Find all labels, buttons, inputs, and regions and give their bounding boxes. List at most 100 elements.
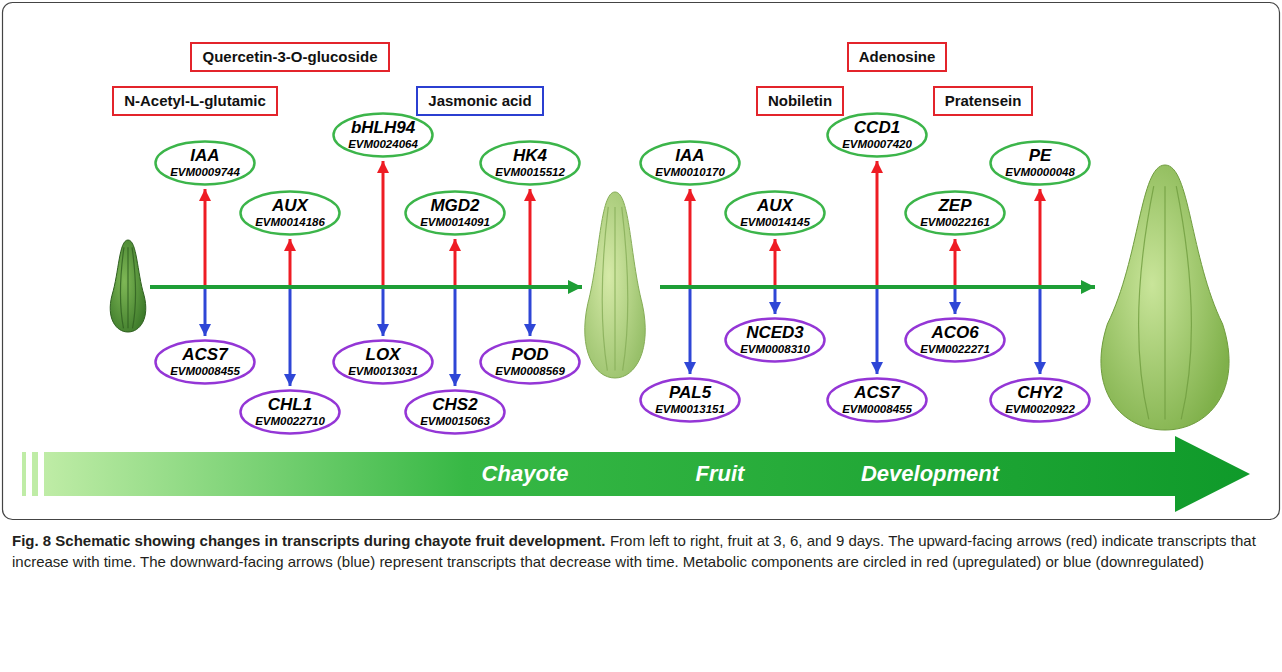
upregulated-gene-ellipse: AUXEVM0014145 bbox=[724, 190, 826, 236]
chayote-fruit bbox=[1101, 165, 1229, 430]
increase-arrow bbox=[774, 239, 777, 285]
gene-name: LOX bbox=[366, 346, 401, 365]
upregulated-gene-ellipse: bHLH94EVM0024064 bbox=[332, 112, 434, 158]
gene-id: EVM0024064 bbox=[348, 138, 418, 151]
time-axis bbox=[660, 285, 1095, 289]
gene-id: EVM0013151 bbox=[655, 403, 725, 416]
downregulated-gene-ellipse: CHY2EVM0020922 bbox=[989, 377, 1091, 423]
gene-id: EVM0022271 bbox=[920, 343, 990, 356]
gene-name: ACS7 bbox=[182, 346, 227, 365]
upregulated-gene-ellipse: MGD2EVM0014091 bbox=[404, 190, 506, 236]
decrease-arrow bbox=[876, 289, 879, 374]
gene-id: EVM0015512 bbox=[495, 166, 565, 179]
gene-id: EVM0014145 bbox=[740, 216, 810, 229]
increase-arrow bbox=[382, 161, 385, 285]
decrease-arrow bbox=[529, 289, 532, 336]
stage-word: Development bbox=[861, 461, 999, 487]
gene-id: EVM0007420 bbox=[842, 138, 912, 151]
gene-name: PAL5 bbox=[669, 384, 711, 403]
downregulated-gene-ellipse: LOXEVM0013031 bbox=[332, 339, 434, 385]
gene-id: EVM0014186 bbox=[255, 216, 325, 229]
downregulated-gene-ellipse: ACS7EVM0008455 bbox=[154, 339, 256, 385]
upregulated-gene-ellipse: IAAEVM0009744 bbox=[154, 140, 256, 186]
gene-id: EVM0014091 bbox=[420, 216, 490, 229]
gene-name: NCED3 bbox=[746, 324, 804, 343]
downregulated-gene-ellipse: ACS7EVM0008455 bbox=[826, 377, 928, 423]
gene-id: EVM0013031 bbox=[348, 365, 418, 378]
downregulated-gene-ellipse: PAL5EVM0013151 bbox=[639, 377, 741, 423]
fruit-ridge bbox=[614, 207, 615, 371]
upregulated-gene-ellipse: HK4EVM0015512 bbox=[479, 140, 581, 186]
upregulated-gene-ellipse: PEEVM0000048 bbox=[989, 140, 1091, 186]
gene-name: bHLH94 bbox=[351, 119, 415, 138]
gene-id: EVM0008455 bbox=[842, 403, 912, 416]
gene-id: EVM0022161 bbox=[920, 216, 990, 229]
development-band: ChayoteFruitDevelopment bbox=[14, 432, 1254, 516]
metabolite-box: Nobiletin bbox=[756, 86, 844, 116]
gene-id: EVM0010170 bbox=[655, 166, 725, 179]
gene-name: CHY2 bbox=[1017, 384, 1062, 403]
gene-name: AUX bbox=[757, 197, 793, 216]
gene-name: IAA bbox=[675, 147, 704, 166]
gene-name: CCD1 bbox=[854, 119, 900, 138]
stage-word: Chayote bbox=[482, 461, 569, 487]
increase-arrow bbox=[529, 189, 532, 285]
downregulated-gene-ellipse: CHS2EVM0015063 bbox=[404, 389, 506, 435]
upregulated-gene-ellipse: IAAEVM0010170 bbox=[639, 140, 741, 186]
increase-arrow bbox=[954, 239, 957, 285]
increase-arrow bbox=[1039, 189, 1042, 285]
gene-id: EVM0009744 bbox=[170, 166, 240, 179]
decrease-arrow bbox=[454, 289, 457, 386]
gene-name: MGD2 bbox=[430, 197, 479, 216]
figure-frame bbox=[3, 3, 1280, 520]
caption-block: Fig. 8 Schematic showing changes in tran… bbox=[12, 530, 1268, 573]
increase-arrow bbox=[454, 239, 457, 285]
metabolite-name: Pratensein bbox=[945, 91, 1022, 111]
fruit-ridge bbox=[120, 247, 123, 328]
downregulated-gene-ellipse: NCED3EVM0008310 bbox=[724, 317, 826, 363]
increase-arrow bbox=[689, 189, 692, 285]
metabolite-box: Adenosine bbox=[847, 42, 948, 72]
decrease-arrow bbox=[689, 289, 692, 374]
gene-name: CHL1 bbox=[268, 396, 312, 415]
fruit-ridge bbox=[1176, 186, 1191, 419]
gene-id: EVM0000048 bbox=[1005, 166, 1075, 179]
gene-name: ZEP bbox=[938, 197, 971, 216]
upregulated-gene-ellipse: CCD1EVM0007420 bbox=[826, 112, 928, 158]
decrease-arrow bbox=[204, 289, 207, 336]
increase-arrow bbox=[876, 161, 879, 285]
upregulated-gene-ellipse: AUXEVM0014186 bbox=[239, 190, 341, 236]
gene-name: ACS7 bbox=[854, 384, 899, 403]
fruit-ridge bbox=[132, 247, 135, 328]
chayote-fruit bbox=[110, 240, 146, 332]
metabolite-box: Jasmonic acid bbox=[416, 86, 543, 116]
gene-name: HK4 bbox=[513, 147, 547, 166]
gene-name: POD bbox=[512, 346, 549, 365]
metabolite-name: Adenosine bbox=[859, 47, 936, 67]
fruit-ridge bbox=[127, 247, 128, 328]
gene-id: EVM0008455 bbox=[170, 365, 240, 378]
metabolite-box: N-Acetyl-L-glutamic bbox=[112, 86, 278, 116]
metabolite-name: Quercetin-3-O-glucoside bbox=[202, 47, 377, 67]
decrease-arrow bbox=[289, 289, 292, 386]
chayote-fruit bbox=[585, 192, 645, 378]
figure-title: Fig. 8 Schematic showing changes in tran… bbox=[12, 532, 605, 549]
gene-id: EVM0008569 bbox=[495, 365, 565, 378]
upregulated-gene-ellipse: ZEPEVM0022161 bbox=[904, 190, 1006, 236]
band-arrow bbox=[14, 432, 1254, 516]
metabolite-name: N-Acetyl-L-glutamic bbox=[124, 91, 266, 111]
gene-name: CHS2 bbox=[432, 396, 477, 415]
increase-arrow bbox=[204, 189, 207, 285]
fruit-ridge bbox=[622, 207, 628, 371]
fruit-ridge bbox=[1139, 186, 1154, 419]
time-axis bbox=[150, 285, 582, 289]
gene-id: EVM0022710 bbox=[255, 415, 325, 428]
downregulated-gene-ellipse: CHL1EVM0022710 bbox=[239, 389, 341, 435]
gene-name: AUX bbox=[272, 197, 308, 216]
gene-id: EVM0015063 bbox=[420, 415, 490, 428]
downregulated-gene-ellipse: PODEVM0008569 bbox=[479, 339, 581, 385]
gene-id: EVM0008310 bbox=[740, 343, 810, 356]
fruit-ridge bbox=[1164, 186, 1165, 419]
metabolite-box: Pratensein bbox=[933, 86, 1034, 116]
gene-name: PE bbox=[1029, 147, 1052, 166]
